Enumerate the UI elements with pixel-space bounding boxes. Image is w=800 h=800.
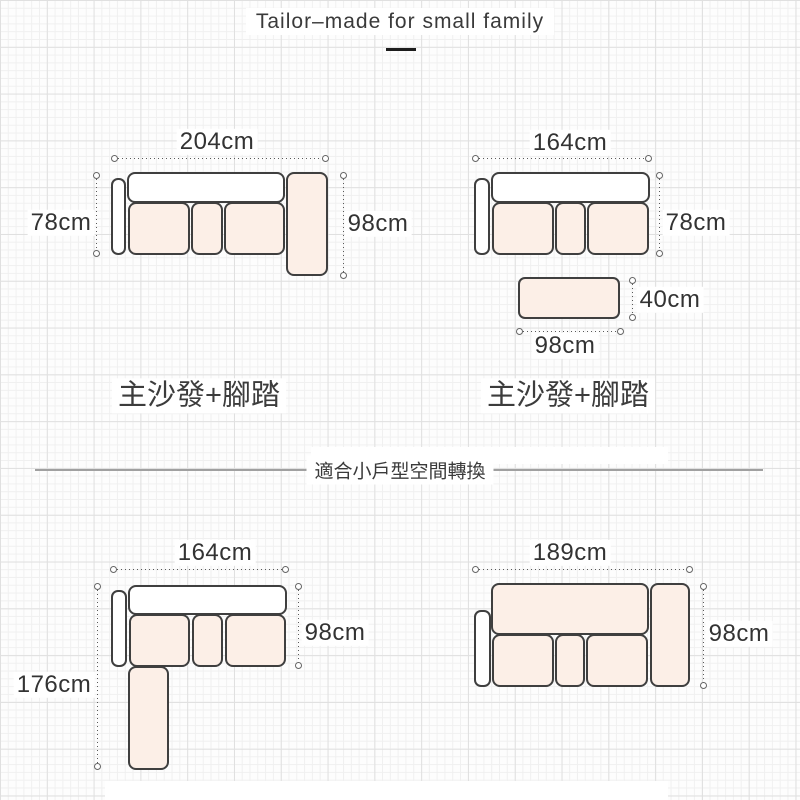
dimension-line-total-depth [343, 175, 344, 275]
dimension-endpoint [94, 583, 101, 590]
sofa-chaise [128, 666, 169, 770]
dimension-endpoint [645, 155, 652, 162]
dimension-label-width: 164cm [529, 129, 611, 157]
dimension-label-depth: 78cm [27, 209, 95, 237]
sofa-seat-cushion-1 [129, 614, 190, 667]
sofa-seat-cushion-1 [492, 202, 554, 255]
dimension-endpoint [700, 682, 707, 689]
dimension-endpoint [472, 566, 479, 573]
sofa-armrest [474, 178, 490, 255]
dimension-label-depth: 98cm [705, 620, 773, 648]
dimension-line-width [113, 569, 285, 570]
dimension-endpoint [282, 566, 289, 573]
sofa-seat-cushion-2 [555, 202, 586, 255]
dimension-endpoint [629, 277, 636, 284]
dimension-endpoint [340, 172, 347, 179]
sofa-seat-cushion-2 [192, 614, 223, 667]
dimension-line-width [475, 569, 689, 570]
dimension-endpoint [93, 172, 100, 179]
dimension-endpoint [516, 328, 523, 335]
dimension-label-ottoman-depth: 40cm [636, 286, 704, 314]
dimension-endpoint [617, 328, 624, 335]
dimension-line-width [114, 158, 325, 159]
sofa-armrest [474, 610, 491, 687]
dimension-label-width: 204cm [176, 128, 258, 156]
dimension-line-total-depth [97, 586, 98, 766]
sofa-seat-cushion-2 [555, 634, 585, 687]
white-patch [105, 781, 668, 800]
sofa-chaise [650, 583, 690, 687]
dimension-line-width [475, 158, 648, 159]
dimension-label-ottoman-width: 98cm [531, 332, 599, 360]
dimension-label-total-depth: 98cm [344, 210, 412, 238]
sofa-backrest [491, 583, 649, 635]
sofa-armrest [111, 178, 126, 255]
sofa-backrest [127, 172, 285, 203]
dimension-endpoint [110, 566, 117, 573]
sofa-backrest [491, 172, 650, 203]
dimension-endpoint [295, 662, 302, 669]
diagram-caption: 主沙發+腳踏 [112, 378, 286, 414]
sofa-seat-cushion-3 [225, 614, 286, 667]
page-title: Tailor–made for small family [0, 8, 800, 35]
dimension-endpoint [322, 155, 329, 162]
dimension-endpoint [94, 763, 101, 770]
dimension-label-depth: 98cm [301, 619, 369, 647]
dimension-line-depth [96, 175, 97, 253]
dimension-line-depth [659, 175, 660, 253]
dimension-endpoint [656, 172, 663, 179]
dimension-endpoint [629, 314, 636, 321]
sofa-backrest [128, 585, 287, 615]
sofa-seat-cushion-2 [191, 202, 223, 255]
dimension-endpoint [93, 250, 100, 257]
diagram-caption: 主沙發+腳踏 [481, 378, 655, 414]
dimension-endpoint [295, 583, 302, 590]
sofa-chaise [286, 172, 328, 276]
sofa-seat-cushion-3 [587, 202, 649, 255]
sofa-seat-cushion-3 [586, 634, 648, 687]
dimension-endpoint [656, 250, 663, 257]
dimension-line-ottoman-width [519, 331, 620, 332]
dimension-line-ottoman-depth [632, 280, 633, 317]
sofa-armrest [111, 590, 127, 667]
dimension-endpoint [472, 155, 479, 162]
dimension-endpoint [686, 566, 693, 573]
dimension-label-total-depth: 176cm [13, 671, 95, 699]
sofa-seat-cushion-3 [224, 202, 285, 255]
dimension-line-depth [298, 586, 299, 665]
dimension-endpoint [700, 583, 707, 590]
dimension-label-width: 164cm [174, 539, 256, 567]
title-underline [386, 48, 416, 51]
dimension-endpoint [111, 155, 118, 162]
dimension-label-width: 189cm [529, 539, 611, 567]
dimension-label-depth: 78cm [662, 209, 730, 237]
section-divider-label: 適合小戶型空間轉換 [306, 455, 494, 485]
sofa-seat-cushion-1 [128, 202, 190, 255]
ottoman [518, 277, 620, 319]
dimension-endpoint [340, 272, 347, 279]
dimension-line-depth [703, 586, 704, 685]
sofa-seat-cushion-1 [492, 634, 554, 687]
